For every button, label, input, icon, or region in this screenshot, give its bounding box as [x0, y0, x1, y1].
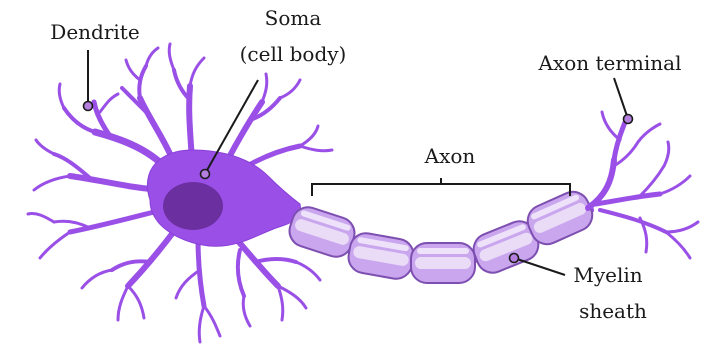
label-soma: Soma: [265, 6, 322, 30]
axon-bracket: [312, 178, 570, 196]
label-soma-sub: (cell body): [240, 42, 347, 66]
myelin-segment: [346, 231, 416, 282]
myelin-segment: [285, 203, 358, 261]
axon-terminal-branches: [588, 112, 698, 258]
dendrite-marker: [84, 102, 93, 111]
axon-terminal-marker: [624, 115, 633, 124]
label-axon: Axon: [424, 144, 476, 168]
myelin-leader: [517, 259, 565, 275]
myelin-marker: [510, 254, 519, 263]
label-dendrite: Dendrite: [50, 20, 139, 44]
myelin-segment: [411, 243, 475, 283]
soma-marker: [201, 170, 210, 179]
myelin-sheath: [285, 187, 597, 283]
nucleus: [163, 182, 223, 230]
axon-terminal-leader: [614, 78, 627, 116]
label-myelin-sub: sheath: [579, 299, 647, 323]
label-axon-terminal: Axon terminal: [538, 51, 682, 75]
label-myelin: Myelin: [573, 263, 642, 287]
